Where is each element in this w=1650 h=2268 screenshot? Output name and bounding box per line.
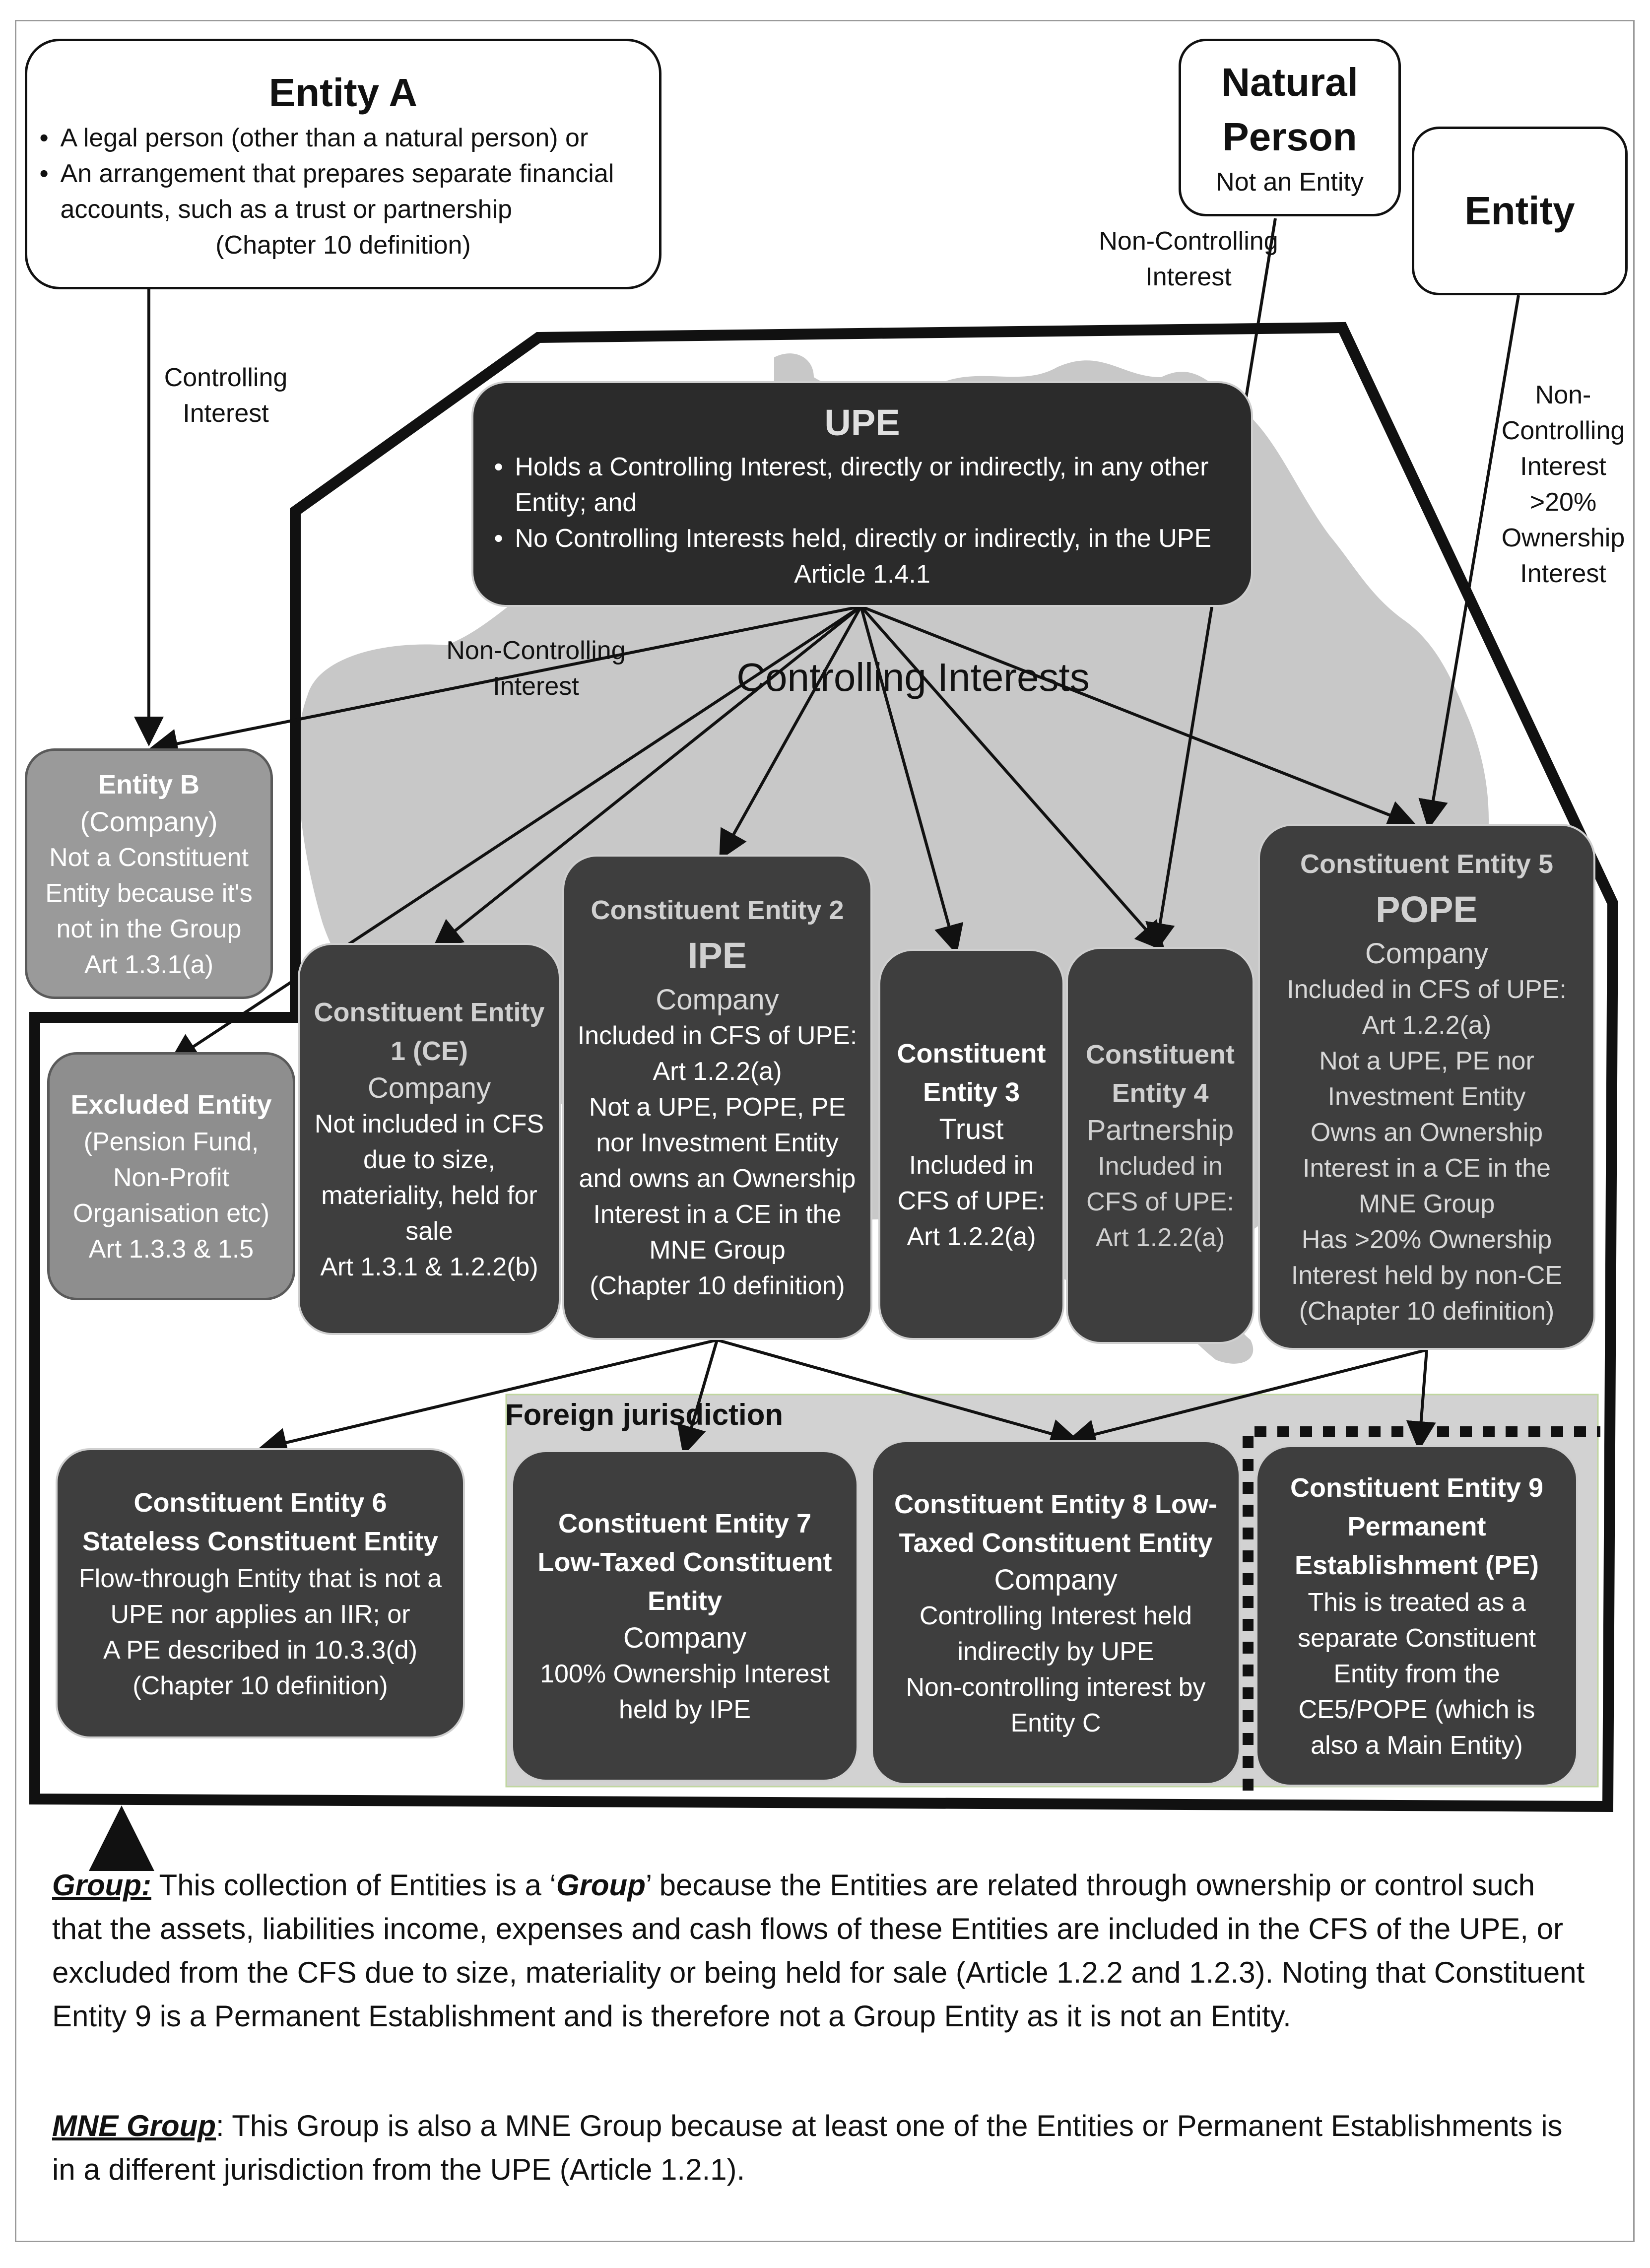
ce6-title: Constituent Entity 6 Stateless Constitue…: [82, 1487, 439, 1556]
ce8-line: Non-controlling interest by Entity C: [906, 1672, 1206, 1737]
ce1-title: Constituent Entity 1 (CE): [314, 998, 545, 1066]
entity-a-note: (Chapter 10 definition): [215, 230, 471, 260]
ce1-line: Art 1.3.1 & 1.2.2(b): [320, 1253, 538, 1281]
ce4-line: Partnership: [1086, 1114, 1234, 1146]
natural-person-box: Natural Person Not an Entity: [1179, 39, 1401, 216]
entity-b-title: Entity B: [98, 769, 199, 800]
upe-bullet: No Controlling Interests held, directly …: [494, 521, 1235, 556]
label-controlling-interest-a: Controlling Interest: [164, 363, 288, 428]
entity-box: Entity: [1412, 127, 1628, 295]
ce1-box: Constituent Entity 1 (CE) Company Not in…: [298, 943, 561, 1335]
upe-article: Article 1.4.1: [794, 559, 930, 589]
mne-group-definition: MNE Group: This Group is also a MNE Grou…: [52, 2104, 1590, 2192]
label-foreign-jurisdiction: Foreign jurisdiction: [505, 1398, 784, 1431]
group-text-part: This collection of Entities is a ‘: [151, 1868, 556, 1902]
excluded-entity-line: Art 1.3.3 & 1.5: [88, 1235, 254, 1264]
entity-b-line: Not a Constituent Entity because it's no…: [45, 843, 253, 943]
entity-a-box: Entity A A legal person (other than a na…: [25, 39, 661, 289]
group-definition: Group: This collection of Entities is a …: [52, 1864, 1590, 2038]
entity-b-line: (Company): [80, 805, 218, 837]
group-term-inline: Group: [556, 1868, 646, 1902]
ce6-line: Flow-through Entity that is not a UPE no…: [78, 1564, 442, 1629]
ce7-title: Constituent Entity 7 Low-Taxed Constitue…: [537, 1509, 832, 1616]
ce8-box: Constituent Entity 8 Low-Taxed Constitue…: [871, 1440, 1241, 1785]
ce3-title: Constituent Entity 3: [897, 1039, 1046, 1107]
label-non-controlling-entity: Non- Controlling Interest >20% Ownership…: [1501, 381, 1625, 588]
outer-frame: [15, 20, 1635, 2242]
ce3-box: Constituent Entity 3 Trust Included in C…: [878, 949, 1064, 1340]
ce2-title: Constituent Entity 2: [591, 895, 844, 925]
ce2-line: Not a UPE, POPE, PE nor Investment Entit…: [579, 1093, 856, 1265]
natural-person-subtitle: Not an Entity: [1216, 168, 1364, 197]
entity-title: Entity: [1464, 189, 1575, 233]
ce1-line: Not included in CFS: [314, 1110, 544, 1138]
ce8-line: Controlling Interest held indirectly by …: [919, 1601, 1192, 1666]
group-term: Group:: [52, 1868, 151, 1902]
ce2-line: Company: [656, 984, 779, 1016]
ce9-title: Constituent Entity 9 Permanent Establish…: [1290, 1473, 1543, 1580]
ce7-line: 100% Ownership Interest held by IPE: [540, 1660, 830, 1724]
ce9-line: This is treated as a separate Constituen…: [1298, 1588, 1536, 1760]
ce5-title: Constituent Entity 5: [1300, 849, 1553, 879]
group-text-part: ’ because the Entities are related throu…: [52, 1868, 1585, 2033]
upe-bullet: Holds a Controlling Interest, directly o…: [494, 449, 1235, 521]
ce5-line: Has >20% Ownership Interest held by non-…: [1291, 1225, 1563, 1290]
entity-b-line: Art 1.3.1(a): [84, 950, 214, 979]
ce5-line: (Chapter 10 definition): [1299, 1297, 1555, 1326]
ce2-subtitle: IPE: [687, 935, 747, 976]
ce4-box: Constituent Entity 4 Partnership Include…: [1066, 947, 1254, 1344]
ce3-line: Trust: [939, 1113, 1004, 1145]
entity-b-box: Entity B (Company) Not a Constituent Ent…: [25, 748, 273, 999]
ce1-line: Company: [367, 1072, 491, 1104]
natural-person-title: Natural Person: [1221, 60, 1358, 159]
ce8-title: Constituent Entity 8 Low-Taxed Constitue…: [894, 1489, 1217, 1558]
ce7-box: Constituent Entity 7 Low-Taxed Constitue…: [511, 1450, 858, 1782]
ce5-line: Not a UPE, PE nor Investment Entity: [1319, 1047, 1534, 1111]
ce3-line: Included in CFS of UPE: Art 1.2.2(a): [897, 1151, 1046, 1251]
ce4-line: Included in CFS of UPE: Art 1.2.2(a): [1086, 1152, 1234, 1252]
ce2-line: Included in CFS of UPE: Art 1.2.2(a): [577, 1021, 858, 1086]
entity-a-bullet: A legal person (other than a natural per…: [40, 120, 651, 156]
ce7-line: Company: [623, 1622, 747, 1654]
group-boundary: [29, 322, 1619, 1812]
ce2-line: (Chapter 10 definition): [590, 1271, 845, 1300]
mne-term: MNE Group: [52, 2109, 216, 2142]
excluded-entity-box: Excluded Entity (Pension Fund, Non-Profi…: [47, 1052, 295, 1300]
pe-dotted-border: [1243, 1426, 1600, 1791]
label-non-controlling-np: Non-Controlling Interest: [1099, 227, 1278, 291]
upe-title: UPE: [824, 401, 900, 443]
label-controlling-interests: Controlling Interests: [736, 655, 1090, 699]
entity-a-title: Entity A: [268, 70, 418, 115]
ce8-line: Company: [994, 1563, 1118, 1596]
ce4-title: Constituent Entity 4: [1086, 1040, 1235, 1108]
ce6-box: Constituent Entity 6 Stateless Constitue…: [56, 1448, 465, 1738]
ce5-line: Company: [1365, 937, 1489, 970]
entity-a-bullet: An arrangement that prepares separate fi…: [40, 156, 651, 227]
ce1-line: due to size, materiality, held for sale: [321, 1145, 537, 1246]
ce5-line: Owns an Ownership Interest in a CE in th…: [1302, 1118, 1551, 1218]
ce5-line: Included in CFS of UPE: Art 1.2.2(a): [1287, 975, 1567, 1040]
ce5-box: Constituent Entity 5 POPE Company Includ…: [1258, 824, 1595, 1350]
mne-text-body: : This Group is also a MNE Group because…: [52, 2109, 1563, 2186]
excluded-entity-title: Excluded Entity: [70, 1090, 272, 1120]
upe-box: UPE Holds a Controlling Interest, direct…: [471, 381, 1253, 607]
ce6-line: A PE described in 10.3.3(d): [103, 1635, 418, 1665]
ce5-subtitle: POPE: [1376, 889, 1478, 930]
ce9-box: Constituent Entity 9 Permanent Establish…: [1255, 1445, 1578, 1787]
label-non-controlling-b: Non-Controlling Interest: [446, 636, 626, 701]
excluded-entity-line: (Pension Fund, Non-Profit Organisation e…: [73, 1128, 269, 1228]
ce2-box: Constituent Entity 2 IPE Company Include…: [562, 855, 872, 1340]
ce6-line: (Chapter 10 definition): [132, 1671, 388, 1700]
